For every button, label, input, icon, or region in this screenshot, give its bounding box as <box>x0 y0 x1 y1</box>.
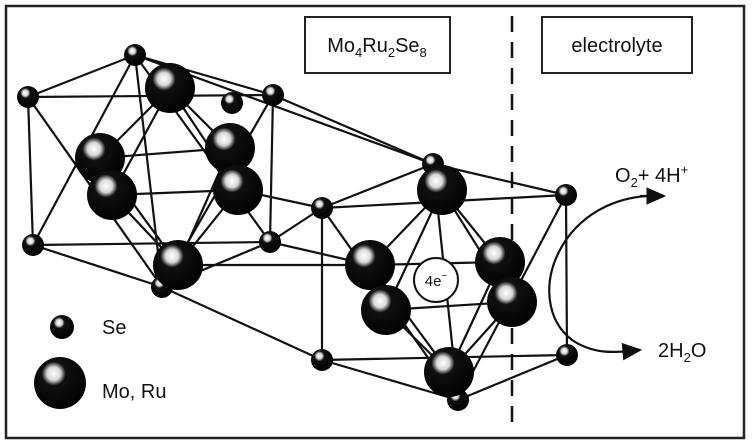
mo-ru-atom <box>153 240 203 290</box>
mo-ru-atom <box>345 240 395 290</box>
svg-text:electrolyte: electrolyte <box>571 35 662 57</box>
electrolyte-label: electrolyte <box>541 16 693 74</box>
electron-transfer-label: 4e− <box>413 257 459 303</box>
svg-text:4e−: 4e− <box>425 271 448 290</box>
se-atom <box>22 234 44 256</box>
se-atom <box>556 344 578 366</box>
compound-label: Mo4Ru2Se8 <box>304 16 451 74</box>
mo-ru-atom <box>417 165 467 215</box>
bond-line <box>320 358 460 402</box>
bond-line <box>31 243 164 289</box>
mo-ru-atom <box>475 237 525 287</box>
bond-line <box>268 93 275 244</box>
se-atom <box>555 184 577 206</box>
se-atom <box>124 44 146 66</box>
atoms <box>17 44 578 411</box>
bond-line <box>31 240 272 247</box>
legend-se-label: Se <box>102 317 126 339</box>
bond-line <box>456 353 569 402</box>
se-atom <box>259 231 281 253</box>
bond-line <box>133 53 275 97</box>
mo-ru-atom <box>361 285 411 335</box>
bond-line <box>26 95 35 247</box>
legend-mo-ru-atom <box>34 357 86 409</box>
bond-line <box>320 162 435 210</box>
mo-ru-atom <box>487 277 537 327</box>
reaction-arrow <box>548 194 665 361</box>
se-atom <box>221 92 243 114</box>
se-atom <box>262 84 284 106</box>
bond-line <box>160 285 324 362</box>
se-atom <box>311 349 333 371</box>
mo-ru-atom <box>424 347 474 397</box>
bond-line <box>271 93 435 166</box>
se-atom <box>311 197 333 219</box>
bond-line <box>133 53 164 289</box>
mo-ru-atom <box>205 123 255 173</box>
mo-ru-atom <box>87 170 137 220</box>
figure-frame <box>4 4 746 440</box>
bond-line <box>564 193 569 357</box>
mo-ru-atom <box>213 165 263 215</box>
reactant-text: O2+ 4H+ <box>615 162 688 190</box>
se-atom <box>17 86 39 108</box>
legend: Se Mo, Ru <box>34 315 166 409</box>
legend-se-atom <box>50 315 74 339</box>
lattice-bonds <box>26 53 569 402</box>
bond-line <box>26 53 137 99</box>
mo-ru-atom <box>145 63 195 113</box>
product-text: 2H2O <box>658 340 706 365</box>
svg-text:Mo4Ru2Se8: Mo4Ru2Se8 <box>327 35 427 60</box>
legend-mo-ru-label: Mo, Ru <box>102 381 166 403</box>
